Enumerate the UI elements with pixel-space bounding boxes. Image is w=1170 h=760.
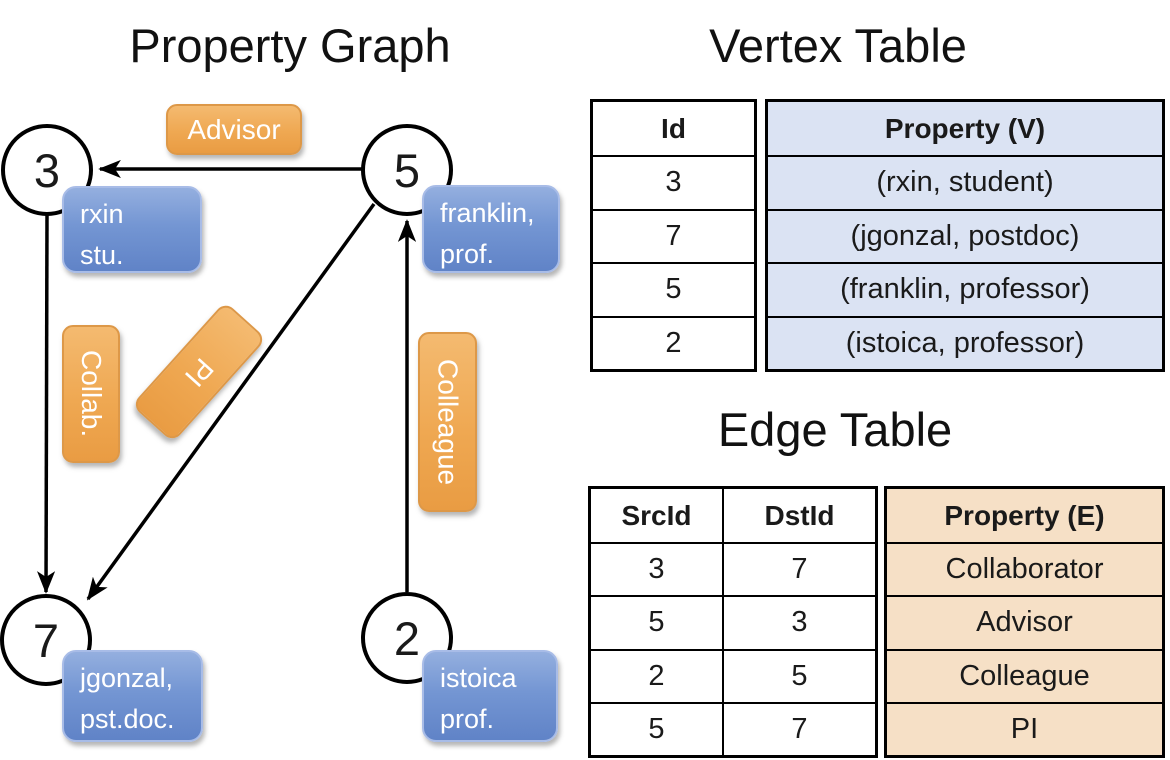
vertex-table-header-property: Property (V) xyxy=(884,112,1046,144)
edge-label-colleague: Colleague xyxy=(418,332,477,512)
node-3-property-box: rxin stu. xyxy=(62,186,202,273)
edge-table-property-cell: Colleague xyxy=(887,648,1162,702)
edge-table-property-column: Property (E) Collaborator Advisor Collea… xyxy=(884,486,1165,758)
edge-label-colleague-text: Colleague xyxy=(432,358,464,486)
node-5-property-line1: franklin, xyxy=(440,198,535,228)
edge-table-src-cell: 5 xyxy=(591,595,722,648)
property-graph-title: Property Graph xyxy=(129,19,451,72)
node-3-property-line1: rxin xyxy=(80,199,124,229)
edge-table-src-dst-columns: SrcId DstId 3 7 5 3 2 5 5 7 xyxy=(588,486,878,758)
node-5-property-line2: prof. xyxy=(440,238,495,269)
vertex-table-id-cell: 7 xyxy=(593,208,754,263)
edge-table-src-cell: 2 xyxy=(591,648,722,702)
edge-label-advisor: Advisor xyxy=(166,104,302,155)
edge-table-src-cell: 5 xyxy=(591,701,722,755)
vertex-table-title: Vertex Table xyxy=(709,19,967,72)
node-2-property-box: istoica prof. xyxy=(422,650,558,742)
vertex-table-id-cell: 2 xyxy=(593,315,754,370)
edge-table-header-src: SrcId xyxy=(621,499,692,531)
node-7-property-line2: pst.doc. xyxy=(80,703,175,734)
node-7-id: 7 xyxy=(32,613,60,667)
edge-table-property-cell: PI xyxy=(887,701,1162,755)
node-2-property-line1: istoica xyxy=(440,663,517,693)
edge-table-property-cell: Advisor xyxy=(887,595,1162,648)
edge-3-to-7 xyxy=(36,213,56,594)
vertex-table-header-id: Id xyxy=(661,112,686,144)
node-5: 5 xyxy=(361,124,453,216)
node-2-id: 2 xyxy=(393,611,421,665)
edge-table-property-cell: Collaborator xyxy=(887,542,1162,595)
edge-table-dst-cell: 3 xyxy=(722,595,875,649)
vertex-table-property-cell: (istoica, professor) xyxy=(768,315,1162,370)
edge-table-dst-cell: 7 xyxy=(722,542,875,596)
vertex-table-property-cell: (franklin, professor) xyxy=(768,262,1162,316)
node-3-property-line2: stu. xyxy=(80,239,124,270)
edge-table-dst-cell: 7 xyxy=(722,701,875,755)
edge-table-header-property: Property (E) xyxy=(944,499,1105,531)
node-3: 3 xyxy=(1,124,93,216)
vertex-table-id-cell: 5 xyxy=(593,262,754,316)
node-2-property-line2: prof. xyxy=(440,703,495,734)
edge-table-header-dst: DstId xyxy=(722,489,875,542)
vertex-table-id-column: Id 3 7 5 2 xyxy=(590,99,757,372)
node-7-property-line1: jgonzal, xyxy=(80,663,174,693)
vertex-table-property-cell: (rxin, student) xyxy=(768,155,1162,209)
vertex-table-property-column: Property (V) (rxin, student) (jgonzal, p… xyxy=(765,99,1165,372)
edge-label-pi-text: PI xyxy=(178,352,220,393)
node-7-property-box: jgonzal, pst.doc. xyxy=(62,650,203,742)
edge-label-pi: PI xyxy=(131,301,267,443)
edge-table-src-cell: 3 xyxy=(591,542,722,595)
edge-label-collab: Collab. xyxy=(62,325,120,463)
node-5-id: 5 xyxy=(393,143,421,197)
edge-table-title: Edge Table xyxy=(717,403,953,456)
node-3-id: 3 xyxy=(33,143,61,197)
vertex-table-property-cell: (jgonzal, postdoc) xyxy=(768,208,1162,263)
vertex-table-id-cell: 3 xyxy=(593,155,754,209)
edge-label-advisor-text: Advisor xyxy=(187,113,281,145)
edge-label-collab-text: Collab. xyxy=(76,350,107,438)
edge-table-dst-cell: 5 xyxy=(722,648,875,702)
node-5-property-box: franklin, prof. xyxy=(422,185,560,273)
